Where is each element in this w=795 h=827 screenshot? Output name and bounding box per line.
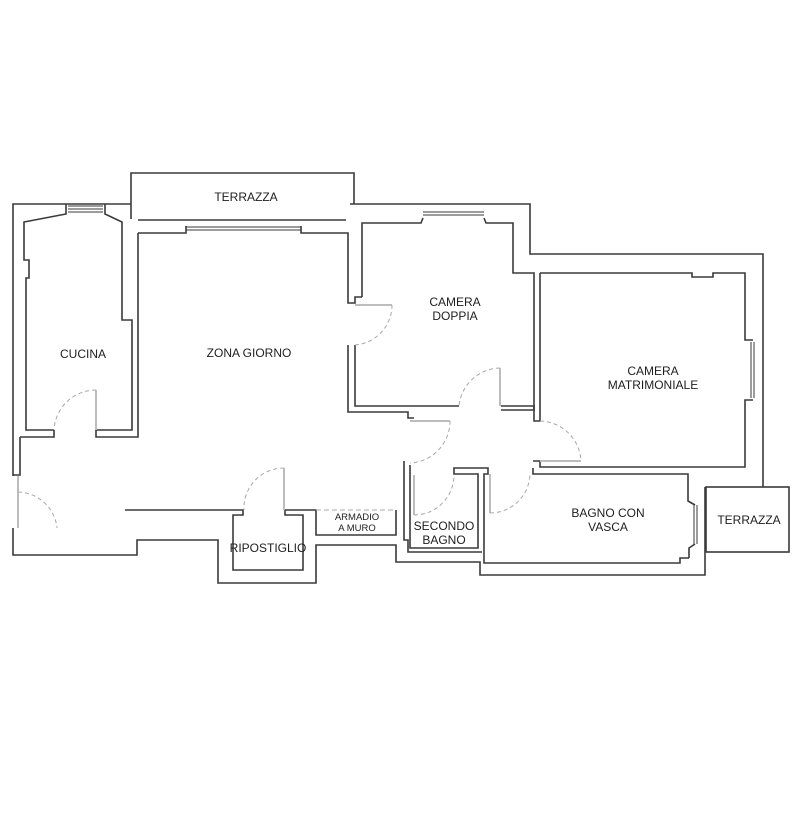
room-label-bagno-con-vasca: BAGNO CON VASCA	[571, 506, 645, 534]
cucina-walls	[13, 204, 139, 476]
room-label-terrazza-nord: TERRAZZA	[214, 190, 278, 204]
terrazza-est-outline	[705, 486, 790, 553]
terrazza-nord-outline	[130, 172, 355, 221]
room-label-camera-matrimoniale: CAMERA MATRIMONIALE	[607, 364, 699, 392]
camera-doppia-walls	[347, 211, 541, 422]
room-label-ripostiglio: RIPOSTIGLIO	[229, 541, 307, 555]
room-label-cucina: CUCINA	[59, 347, 107, 361]
outer-walls	[12, 203, 764, 584]
room-label-armadio-a-muro: ARMADIO A MURO	[334, 512, 380, 534]
doors	[17, 304, 582, 529]
ripostiglio-walls	[125, 509, 397, 571]
room-label-zona-giorno: ZONA GIORNO	[206, 346, 292, 360]
bagni-walls	[403, 461, 698, 564]
room-label-terrazza-est: TERRAZZA	[717, 513, 781, 527]
room-label-camera-doppia: CAMERA DOPPIA	[429, 295, 481, 323]
room-label-secondo-bagno: SECONDO BAGNO	[413, 519, 475, 547]
camera-matrimoniale-walls	[533, 272, 755, 468]
zona-giorno-walls	[138, 226, 362, 304]
